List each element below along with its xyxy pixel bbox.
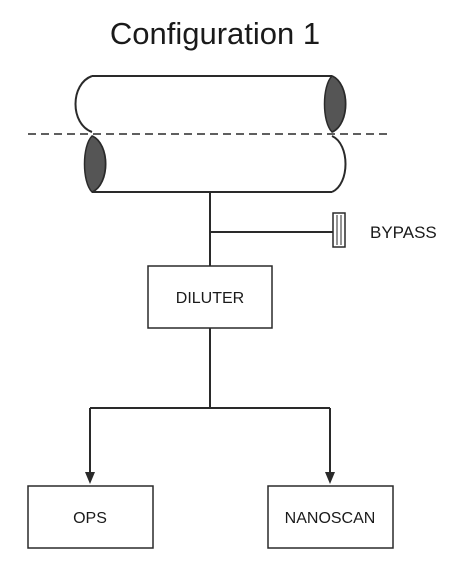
diagram-title: Configuration 1 (110, 16, 320, 51)
bypass-label: BYPASS (370, 223, 437, 242)
ops-arrow-icon (85, 472, 95, 484)
nanoscan-box (267, 485, 394, 549)
ops-box (27, 485, 154, 549)
nanoscan-label: NANOSCAN (285, 510, 376, 527)
pipe (28, 75, 390, 193)
pipe-lower-right-end (331, 135, 347, 193)
bypass-filter-hatching (336, 215, 342, 245)
nanoscan-arrow-icon (325, 472, 335, 484)
bypass-filter (332, 212, 346, 248)
pipe-break-shading-left (83, 135, 107, 193)
diluter-label: DILUTER (176, 290, 244, 307)
ops-label: OPS (73, 510, 107, 527)
pipe-left-end (74, 75, 93, 133)
pipe-break-shading-right (323, 75, 347, 133)
